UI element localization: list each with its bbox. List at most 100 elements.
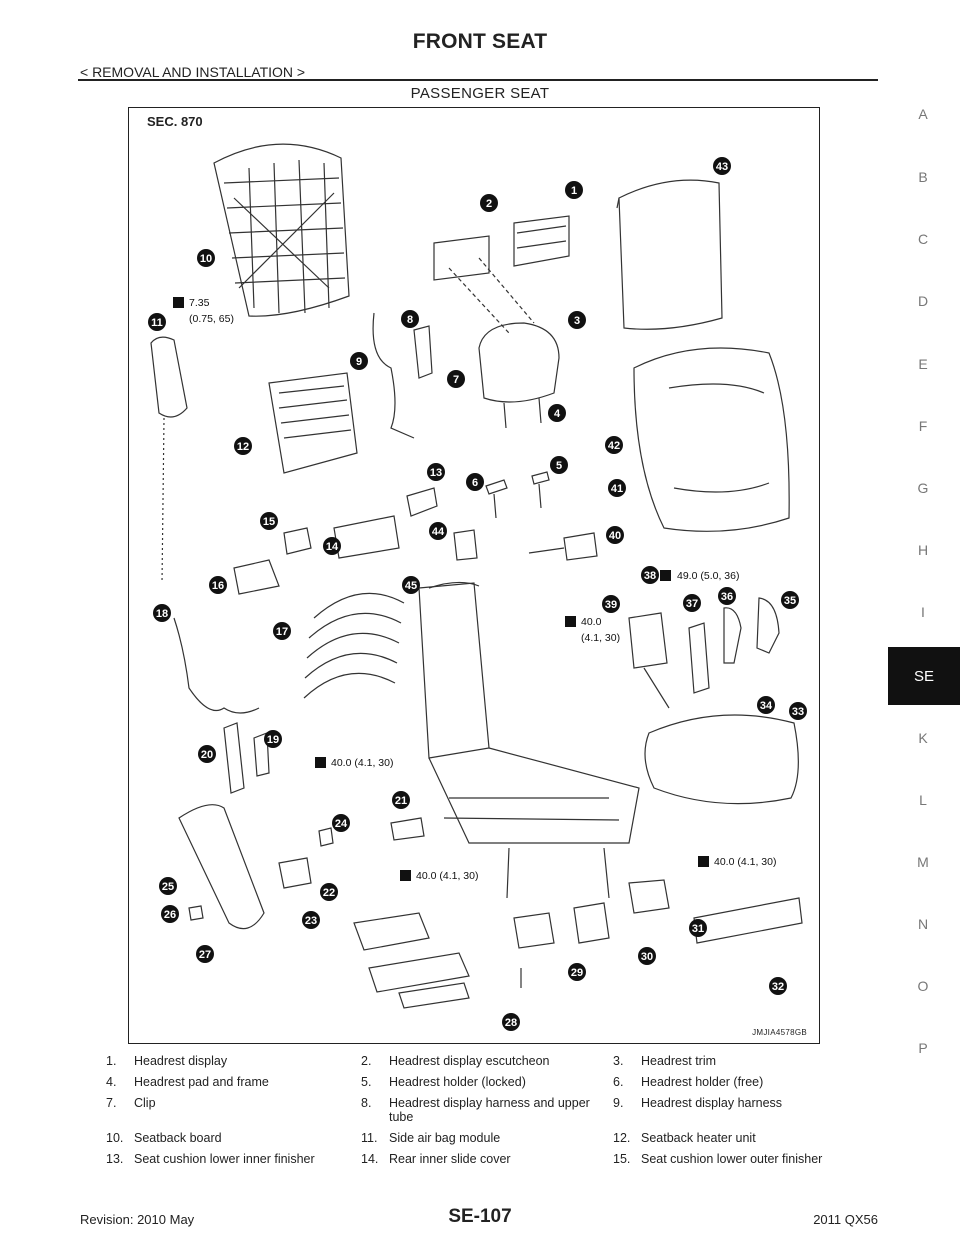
legend-item: 8.Headrest display harness and upper tub… (361, 1096, 590, 1124)
callout-15: 15 (260, 512, 278, 530)
legend-row: 7.Clip 8.Headrest display harness and up… (106, 1096, 876, 1124)
index-letter-m[interactable]: M (917, 854, 929, 870)
legend-item: 2.Headrest display escutcheon (361, 1054, 550, 1068)
callout-12: 12 (234, 437, 252, 455)
svg-text:23: 23 (305, 915, 317, 927)
svg-text:40: 40 (609, 530, 621, 542)
svg-text:43: 43 (716, 161, 728, 173)
legend-row: 10.Seatback board 11.Side air bag module… (106, 1131, 876, 1145)
legend-item: 12.Seatback heater unit (613, 1131, 756, 1145)
torque-spec-5: 40.0 (4.1, 30) (400, 870, 478, 882)
callout-17: 17 (273, 622, 291, 640)
svg-text:34: 34 (760, 700, 773, 712)
seatback-board-drawing (213, 143, 350, 317)
header-rule (78, 79, 878, 81)
svg-text:9: 9 (356, 356, 362, 368)
index-letter-k[interactable]: K (918, 730, 928, 746)
torque-spec-1: 7.35 (0.75, 65) (173, 297, 234, 325)
legend-item: 1.Headrest display (106, 1054, 228, 1068)
side-airbag-drawing (150, 336, 188, 418)
callout-37: 37 (683, 594, 701, 612)
callout-2: 2 (480, 194, 498, 212)
callout-45: 45 (402, 576, 420, 594)
seat-frame-drawing (418, 582, 490, 759)
seatback-heater-drawing (268, 372, 358, 474)
svg-text:3: 3 (574, 315, 580, 327)
callout-34: 34 (757, 696, 775, 714)
parts-legend: 1.Headrest display 2.Headrest display es… (106, 1054, 876, 1173)
callout-21: 21 (392, 791, 410, 809)
callout-29: 29 (568, 963, 586, 981)
svg-text:28: 28 (505, 1017, 517, 1029)
callout-31: 31 (689, 919, 707, 937)
legend-item: 15.Seat cushion lower outer finisher (613, 1152, 823, 1166)
svg-text:41: 41 (611, 483, 623, 495)
svg-text:32: 32 (772, 981, 784, 993)
callout-28: 28 (502, 1013, 520, 1031)
callout-42: 42 (605, 436, 623, 454)
callout-1: 1 (565, 181, 583, 199)
index-letter-o[interactable]: O (917, 978, 929, 994)
callout-4: 4 (548, 404, 566, 422)
index-letter-c[interactable]: C (917, 231, 929, 247)
legend-item: 3.Headrest trim (613, 1054, 717, 1068)
index-letter-n[interactable]: N (917, 916, 929, 932)
svg-text:30: 30 (641, 951, 653, 963)
index-letter-h[interactable]: H (917, 542, 929, 558)
svg-text:16: 16 (212, 580, 224, 592)
torque-spec-4: 40.0 (4.1, 30) (315, 757, 393, 769)
index-letter-g[interactable]: G (917, 480, 929, 496)
svg-text:37: 37 (686, 598, 698, 610)
svg-text:49.0 (5.0, 36): 49.0 (5.0, 36) (677, 570, 739, 582)
index-letter-a[interactable]: A (918, 106, 928, 122)
svg-text:18: 18 (156, 608, 168, 620)
callout-32: 32 (769, 977, 787, 995)
svg-text:36: 36 (721, 591, 733, 603)
index-letter-f[interactable]: F (918, 418, 928, 434)
legend-item: 10.Seatback board (106, 1131, 222, 1145)
headrest-drawing (478, 322, 560, 403)
index-letter-i[interactable]: I (921, 604, 925, 620)
svg-text:10: 10 (200, 253, 212, 265)
callout-11: 11 (148, 313, 166, 331)
svg-text:12: 12 (237, 441, 249, 453)
section-path: < REMOVAL AND INSTALLATION > (80, 64, 306, 80)
svg-text:39: 39 (605, 599, 617, 611)
callout-44: 44 (429, 522, 447, 540)
legend-item: 5.Headrest holder (locked) (361, 1075, 526, 1089)
seat-diagram: 1 2 3 4 5 6 7 8 9 10 11 12 13 14 15 16 1… (148, 143, 807, 1031)
svg-text:33: 33 (792, 706, 804, 718)
figure-reference: JMJIA4578GB (752, 1028, 807, 1037)
svg-text:42: 42 (608, 440, 620, 452)
torque-spec-2: 49.0 (5.0, 36) (660, 570, 739, 582)
callout-10: 10 (197, 249, 215, 267)
headrest-display-drawing (513, 215, 570, 267)
callout-40: 40 (606, 526, 624, 544)
svg-text:40.0 (4.1, 30): 40.0 (4.1, 30) (331, 757, 393, 769)
callout-9: 9 (350, 352, 368, 370)
index-letter-e[interactable]: E (918, 356, 928, 372)
callout-3: 3 (568, 311, 586, 329)
outer-finisher-drawing (178, 804, 265, 930)
torque-spec-3: 40.0 (4.1, 30) (565, 616, 620, 644)
legend-row: 1.Headrest display 2.Headrest display es… (106, 1054, 876, 1068)
svg-text:(4.1, 30): (4.1, 30) (581, 632, 620, 644)
svg-text:4: 4 (554, 408, 561, 420)
legend-item: 7.Clip (106, 1096, 156, 1110)
exploded-view-figure: SEC. 870 (128, 107, 820, 1044)
sec-label: SEC. 870 (147, 114, 203, 129)
callout-35: 35 (781, 591, 799, 609)
index-letter-b[interactable]: B (918, 169, 928, 185)
svg-text:27: 27 (199, 949, 211, 961)
index-tab-active[interactable]: SE (888, 647, 960, 705)
index-letter-d[interactable]: D (917, 293, 929, 309)
legend-row: 4.Headrest pad and frame 5.Headrest hold… (106, 1075, 876, 1089)
rear-trim-drawing (693, 897, 803, 944)
index-letter-l[interactable]: L (919, 792, 927, 808)
page-subtitle: PASSENGER SEAT (410, 85, 550, 102)
headrest-cover-drawing (618, 179, 723, 330)
callout-7: 7 (447, 370, 465, 388)
svg-text:21: 21 (395, 795, 407, 807)
callout-6: 6 (466, 473, 484, 491)
index-letter-p[interactable]: P (918, 1040, 928, 1056)
